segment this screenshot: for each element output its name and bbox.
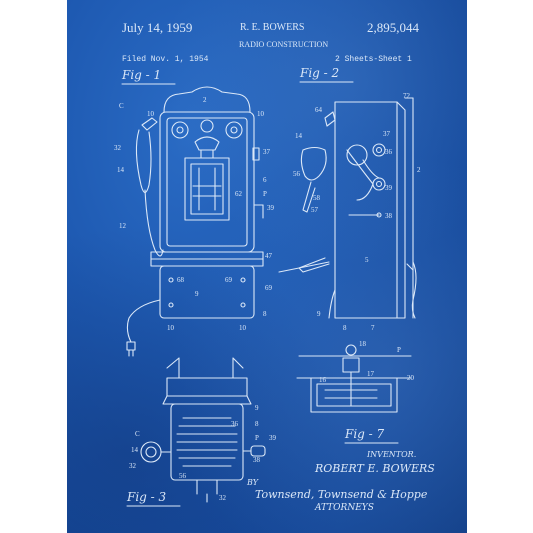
- figure-7-drawing: 18 P 20 16 17: [297, 340, 415, 412]
- patent-number: 2,895,044: [367, 20, 419, 35]
- svg-text:9: 9: [317, 310, 321, 318]
- figure-1-drawing: C 10 2 10 37 32 14 12 P 39 6 62 9 68 69 …: [114, 87, 275, 356]
- figure-label-1: Fig - 1: [122, 68, 162, 82]
- by-label: BY: [247, 478, 259, 487]
- svg-text:32: 32: [114, 144, 122, 152]
- svg-text:37: 37: [263, 148, 271, 156]
- svg-text:9: 9: [255, 404, 259, 412]
- svg-text:8: 8: [263, 310, 267, 318]
- svg-text:18: 18: [359, 340, 367, 348]
- inventor-signature: ROBERT E. BOWERS: [315, 462, 435, 475]
- attorneys-label: ATTORNEYS: [315, 503, 374, 513]
- svg-text:C: C: [119, 102, 124, 110]
- svg-text:10: 10: [257, 110, 265, 118]
- svg-text:P: P: [255, 434, 259, 442]
- svg-text:14: 14: [117, 166, 125, 174]
- svg-text:58: 58: [313, 194, 321, 202]
- svg-text:9: 9: [195, 290, 199, 298]
- svg-text:14: 14: [295, 132, 303, 140]
- svg-text:2: 2: [203, 96, 207, 104]
- svg-text:5: 5: [365, 256, 369, 264]
- svg-text:P: P: [397, 346, 401, 354]
- figure-3-drawing: C 14 32 9 8 P 39 38 36 56 32: [129, 358, 277, 502]
- svg-text:69: 69: [225, 276, 233, 284]
- svg-text:2: 2: [417, 166, 421, 174]
- svg-text:56: 56: [179, 472, 187, 480]
- inventor-role: INVENTOR.: [367, 450, 417, 459]
- attorneys-signature: Townsend, Townsend & Hoppe: [255, 488, 428, 501]
- svg-text:62: 62: [235, 190, 243, 198]
- svg-text:6: 6: [263, 176, 267, 184]
- paper-texture: [67, 0, 467, 533]
- filed-date: Filed Nov. 1, 1954: [122, 55, 209, 64]
- svg-text:68: 68: [177, 276, 185, 284]
- svg-text:10: 10: [167, 324, 175, 332]
- svg-text:8: 8: [255, 420, 259, 428]
- svg-text:10: 10: [147, 110, 155, 118]
- sheet-count: 2 Sheets-Sheet 1: [335, 55, 412, 64]
- svg-text:39: 39: [269, 434, 277, 442]
- svg-text:7: 7: [371, 324, 375, 332]
- svg-text:16: 16: [319, 376, 327, 384]
- svg-text:20: 20: [407, 374, 415, 382]
- patent-title: RADIO CONSTRUCTION: [239, 40, 329, 49]
- svg-text:14: 14: [131, 446, 139, 454]
- svg-text:38: 38: [385, 212, 393, 220]
- svg-text:56: 56: [293, 170, 301, 178]
- svg-text:32: 32: [219, 494, 227, 502]
- svg-text:72: 72: [403, 92, 411, 100]
- svg-text:12: 12: [119, 222, 127, 230]
- svg-text:32: 32: [129, 462, 137, 470]
- svg-text:37: 37: [383, 130, 391, 138]
- svg-text:39: 39: [385, 184, 393, 192]
- svg-text:C: C: [135, 430, 140, 438]
- svg-text:69: 69: [265, 284, 273, 292]
- patent-drawings: C 10 2 10 37 32 14 12 P 39 6 62 9 68 69 …: [114, 0, 421, 533]
- figure-label-7: Fig - 7: [345, 427, 385, 441]
- svg-text:P: P: [263, 190, 267, 198]
- svg-text:36: 36: [231, 420, 239, 428]
- patent-date: July 14, 1959: [122, 20, 193, 35]
- figure-label-3: Fig - 3: [127, 490, 167, 504]
- figure-2-drawing: 64 14 56 57 58 37 36 39 38 2 72 5 8 7 9: [293, 92, 421, 332]
- svg-text:57: 57: [311, 206, 319, 214]
- figure-label-2: Fig - 2: [300, 66, 340, 80]
- svg-text:17: 17: [367, 370, 375, 378]
- patent-sheet: July 14, 1959 R. E. BOWERS 2,895,044 RAD…: [67, 0, 467, 533]
- svg-text:64: 64: [315, 106, 323, 114]
- patent-inventor-header: R. E. BOWERS: [240, 22, 305, 33]
- svg-text:36: 36: [385, 148, 393, 156]
- svg-text:39: 39: [267, 204, 275, 212]
- svg-text:47: 47: [265, 252, 273, 260]
- svg-text:8: 8: [343, 324, 347, 332]
- svg-text:10: 10: [239, 324, 247, 332]
- leader-arrow: [279, 262, 329, 272]
- svg-text:38: 38: [253, 456, 261, 464]
